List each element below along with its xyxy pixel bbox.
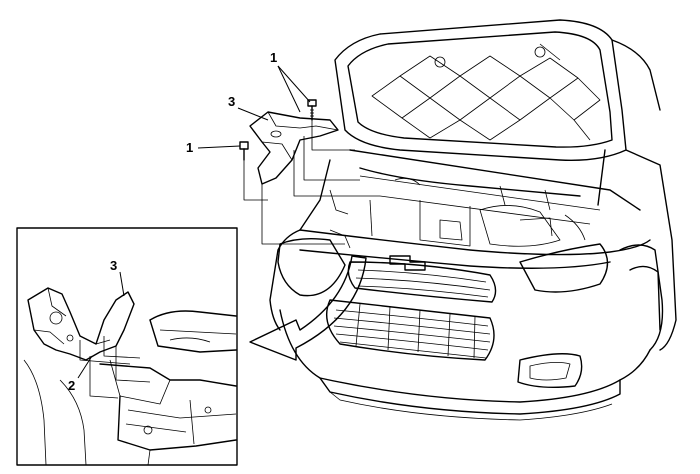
emblem bbox=[389, 255, 426, 271]
open-hood bbox=[334, 19, 627, 206]
bolt-top bbox=[307, 99, 317, 121]
upper-grille bbox=[347, 261, 497, 303]
hood-bracket-exploded bbox=[239, 99, 380, 245]
detail-inset bbox=[16, 227, 238, 466]
fog-lamp bbox=[517, 353, 583, 389]
callout-1-top: 1 bbox=[270, 50, 277, 65]
right-headlamp bbox=[519, 243, 609, 293]
callout-3-detail: 3 bbox=[110, 258, 117, 273]
detail-arrow bbox=[249, 255, 367, 361]
vehicle-front-view bbox=[269, 19, 677, 421]
callout-3-main: 3 bbox=[228, 94, 235, 109]
left-headlamp bbox=[277, 237, 346, 297]
callout-1-left: 1 bbox=[186, 140, 193, 155]
callout-2-detail: 2 bbox=[68, 378, 75, 393]
lower-grille bbox=[326, 299, 495, 361]
bolt-left bbox=[239, 141, 249, 161]
